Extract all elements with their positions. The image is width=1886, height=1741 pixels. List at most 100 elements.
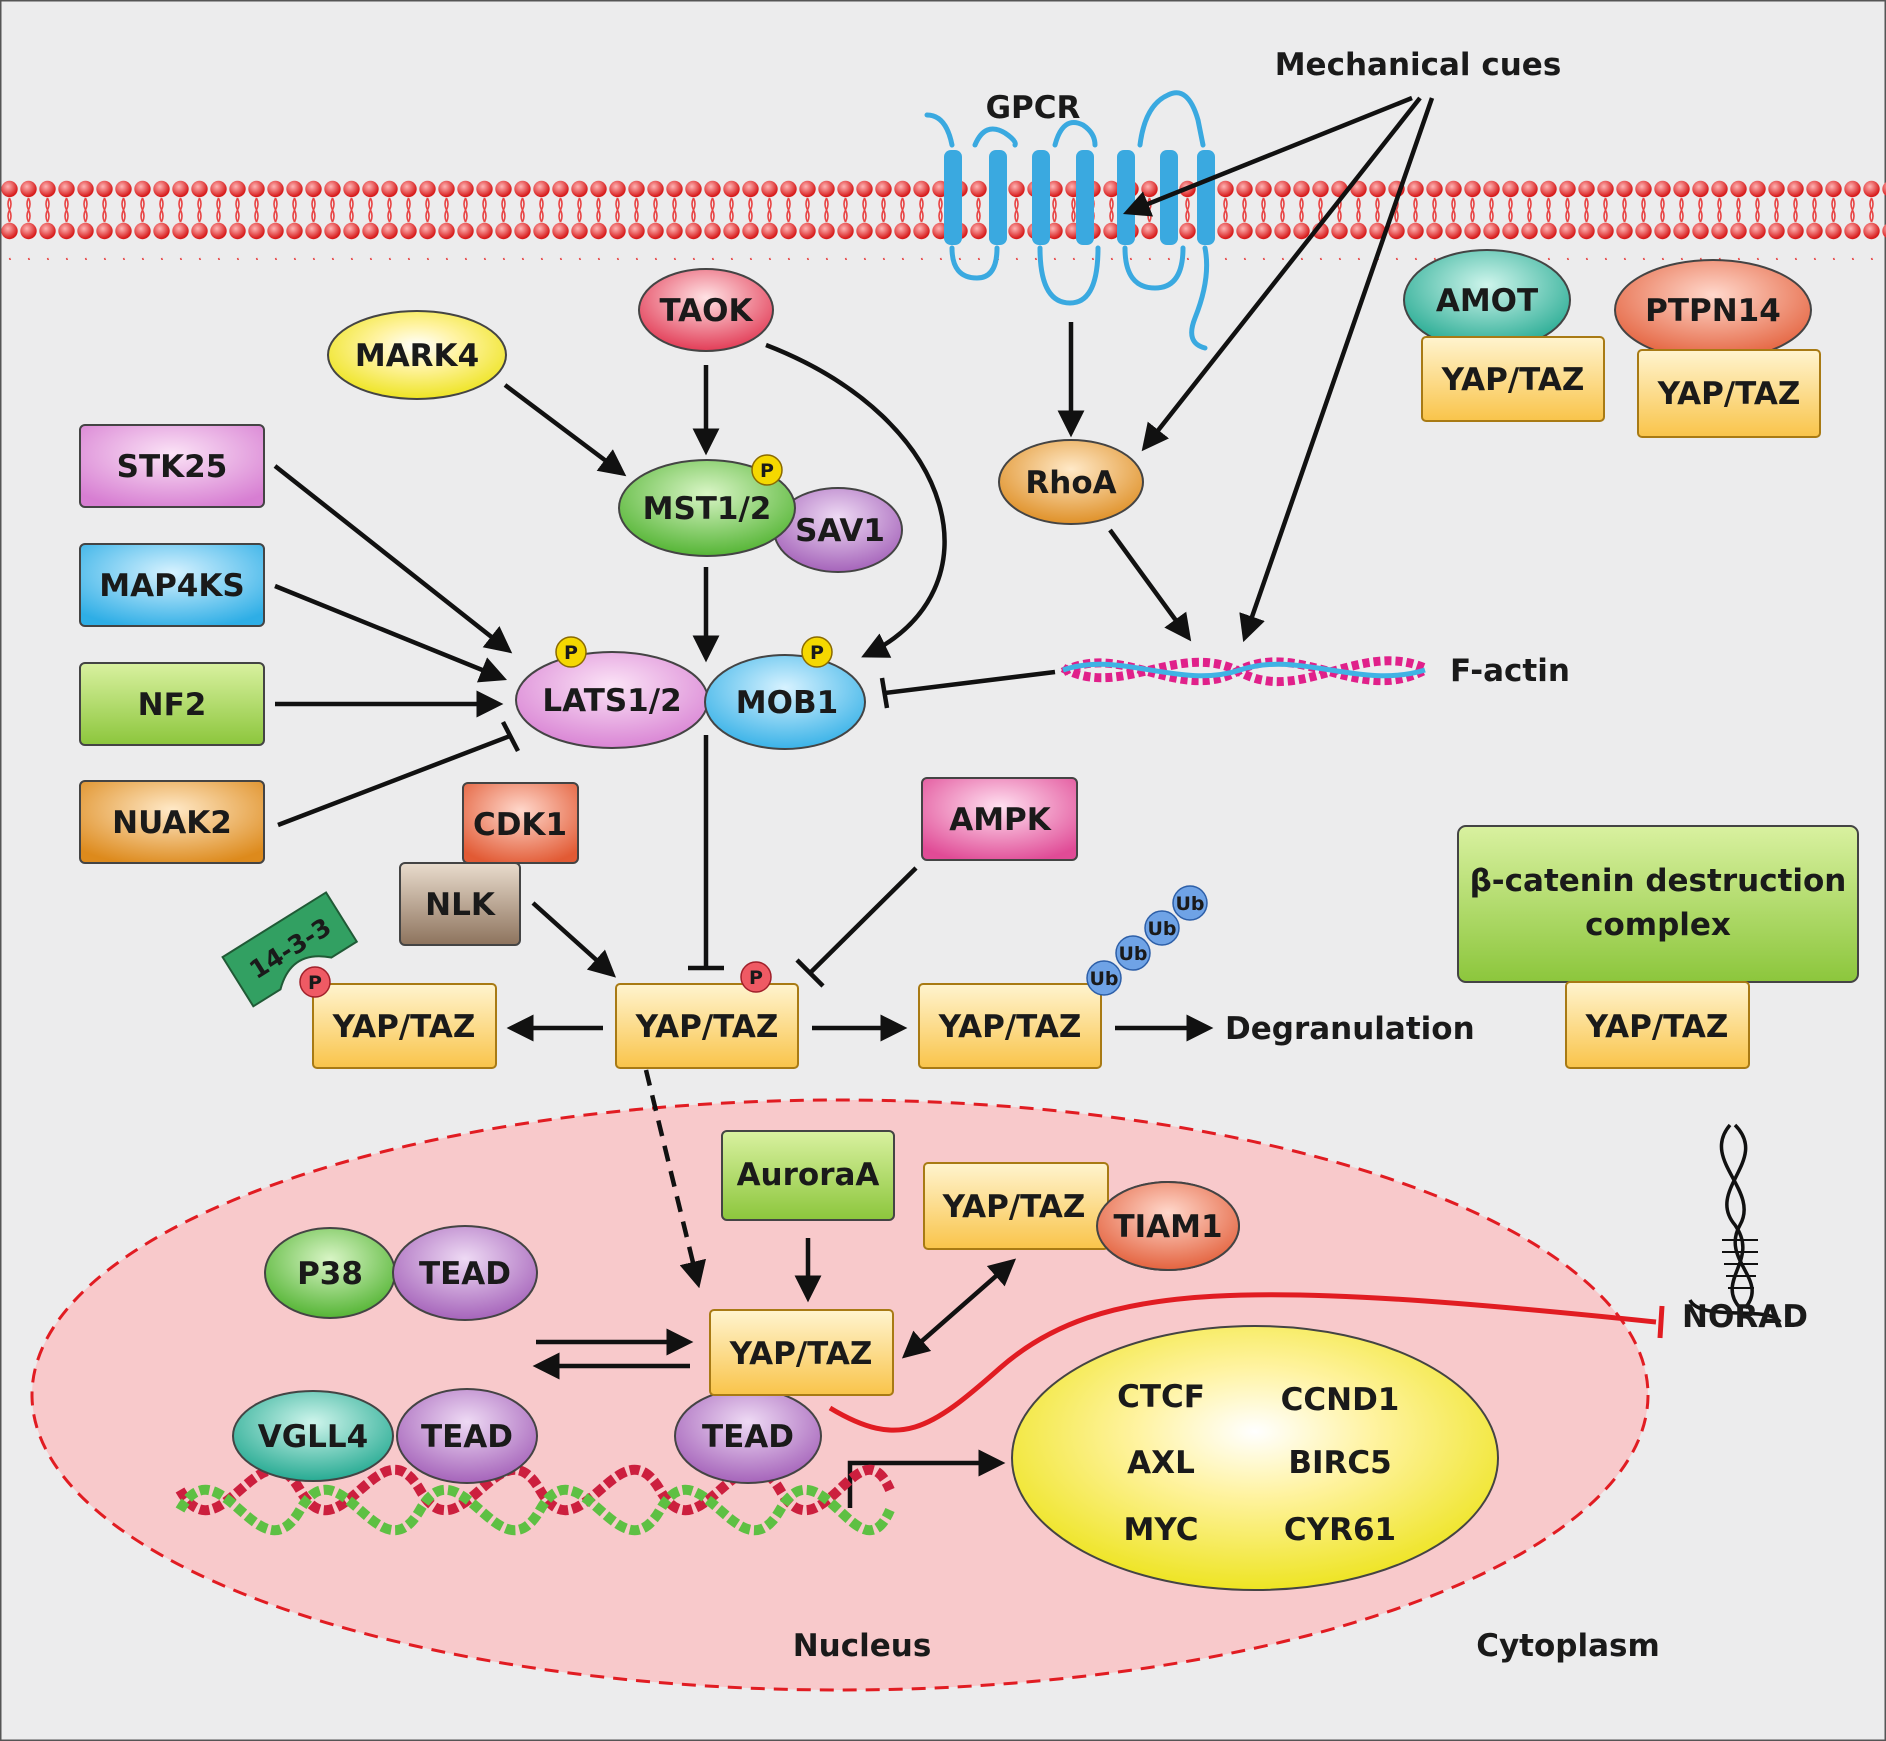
label-vgll4: VGLL4 <box>258 1419 369 1455</box>
arrow-mechanical-to-rhoa <box>1141 96 1422 452</box>
svg-text:P: P <box>749 967 763 989</box>
degranulation-label: Degranulation <box>1225 1011 1475 1047</box>
arrow-transcription <box>847 1449 1006 1508</box>
target-gene-ccnd1: CCND1 <box>1281 1382 1400 1418</box>
yaptaz-amot <box>1421 336 1605 422</box>
gpcr-label: GPCR <box>986 90 1081 126</box>
label-map4ks: MAP4KS <box>99 568 244 604</box>
svg-text:P: P <box>308 972 322 994</box>
node-rhoa <box>998 439 1144 525</box>
label-yaptaz-beta-catenin: YAP/TAZ <box>1585 1009 1729 1045</box>
dna-helix-icon <box>1688 1123 1782 1324</box>
f-actin-filament <box>1060 656 1428 686</box>
norad-label: NORAD <box>1682 1299 1808 1335</box>
target-gene-birc5: BIRC5 <box>1288 1445 1391 1481</box>
label-tead-3: TEAD <box>702 1419 794 1455</box>
cell-membrane <box>0 170 1886 260</box>
node-nuak2 <box>79 780 265 864</box>
node-auroraa <box>721 1130 895 1221</box>
nucleus-label: Nucleus <box>793 1628 932 1664</box>
svg-text:P: P <box>760 460 774 482</box>
label-ampk: AMPK <box>949 802 1052 838</box>
node-tead-1 <box>392 1225 538 1321</box>
node-mob1 <box>704 654 866 750</box>
target-genes-ellipse <box>1011 1325 1499 1591</box>
node-stk25 <box>79 424 265 508</box>
yaptaz-ptpn14 <box>1637 349 1821 438</box>
gpcr-receptor <box>924 90 1215 351</box>
label-yaptaz-tiam1: YAP/TAZ <box>942 1189 1086 1225</box>
label-rhoa: RhoA <box>1025 465 1116 501</box>
inhibit-yaptaz-to-norad <box>828 1292 1657 1433</box>
arrow-nlk-to-yaptaz <box>531 901 617 978</box>
phospho-14-3-3-icon <box>299 966 331 998</box>
node-mark4 <box>327 310 507 400</box>
phospho-mst-icon <box>751 454 783 486</box>
svg-text:Ub: Ub <box>1147 918 1176 940</box>
arrow-yaptaz-tiam1 <box>901 1258 1017 1359</box>
label-yaptaz-ubiquitinated: YAP/TAZ <box>938 1009 1082 1045</box>
node-nlk <box>399 862 521 946</box>
yaptaz-ubiquitinated <box>918 983 1102 1069</box>
inhibit-factin-to-mob1 <box>884 669 1056 696</box>
label-ptpn14: PTPN14 <box>1645 293 1781 329</box>
target-gene-myc: MYC <box>1124 1512 1199 1548</box>
arrow-mechanical-to-membrane <box>1122 95 1413 217</box>
yaptaz-phosphorylated <box>615 983 799 1069</box>
label-mark4: MARK4 <box>355 338 479 374</box>
svg-text:Ub: Ub <box>1175 893 1204 915</box>
label-auroraa: AuroraA <box>737 1157 880 1193</box>
cytoplasm-label: Cytoplasm <box>1476 1628 1660 1664</box>
yaptaz-nuclear <box>709 1309 894 1396</box>
yaptaz-14-3-3 <box>312 983 497 1069</box>
target-gene-axl: AXL <box>1127 1445 1195 1481</box>
phospho-yaptaz-icon <box>740 961 772 993</box>
node-beta-catenin-complex <box>1457 825 1859 983</box>
mechanical-cues-label: Mechanical cues <box>1275 47 1562 83</box>
label-nlk: NLK <box>425 887 496 923</box>
ubiquitin-chain-icon <box>1086 885 1208 996</box>
label-yaptaz-14-3-3: YAP/TAZ <box>332 1009 476 1045</box>
label-stk25: STK25 <box>117 449 228 485</box>
label-mob1: MOB1 <box>736 685 838 721</box>
node-tead-2 <box>396 1388 538 1484</box>
phospho-lats-icon <box>555 636 587 668</box>
svg-text:Ub: Ub <box>1118 943 1147 965</box>
node-map4ks <box>79 543 265 627</box>
node-nf2 <box>79 662 265 746</box>
label-tead-2: TEAD <box>421 1419 513 1455</box>
label-cdk1: CDK1 <box>473 807 567 843</box>
label-beta-catenin-2: complex <box>1585 907 1731 943</box>
node-mst12 <box>618 459 796 557</box>
svg-text:P: P <box>810 642 824 664</box>
f-actin-label: F-actin <box>1450 653 1570 689</box>
label-tead-1: TEAD <box>419 1256 511 1292</box>
arrow-rhoa-to-factin <box>1108 528 1192 642</box>
svg-text:Ub: Ub <box>1089 968 1118 990</box>
label-nuak2: NUAK2 <box>112 805 232 841</box>
yaptaz-beta-catenin <box>1565 981 1750 1069</box>
arrow-mechanical-to-factin <box>1239 97 1435 643</box>
arrow-mark4-to-mst <box>503 383 627 477</box>
target-gene-cyr61: CYR61 <box>1284 1512 1396 1548</box>
target-gene-ctcf: CTCF <box>1117 1379 1205 1415</box>
label-mst12: MST1/2 <box>643 491 772 527</box>
inhibit-nuak2-to-lats <box>277 733 511 828</box>
arrow-stk25-to-lats <box>273 464 513 654</box>
dna-double-helix <box>175 1464 895 1536</box>
label-tiam1: TIAM1 <box>1113 1209 1222 1245</box>
arrow-yaptaz-nuclear-entry <box>643 1069 706 1289</box>
label-nf2: NF2 <box>138 687 207 723</box>
label-amot: AMOT <box>1436 283 1538 319</box>
label-lats12: LATS1/2 <box>542 683 681 719</box>
label-beta-catenin-1: β-catenin destruction <box>1470 863 1847 899</box>
arrow-taok-to-mob1 <box>765 342 947 658</box>
label-taok: TAOK <box>659 293 753 329</box>
label-yaptaz-phosphorylated: YAP/TAZ <box>635 1009 779 1045</box>
label-yaptaz-amot: YAP/TAZ <box>1441 362 1585 398</box>
node-cdk1 <box>462 782 579 864</box>
node-vgll4 <box>232 1390 394 1482</box>
label-yaptaz-ptpn14: YAP/TAZ <box>1657 376 1801 412</box>
label-p38: P38 <box>297 1256 363 1292</box>
